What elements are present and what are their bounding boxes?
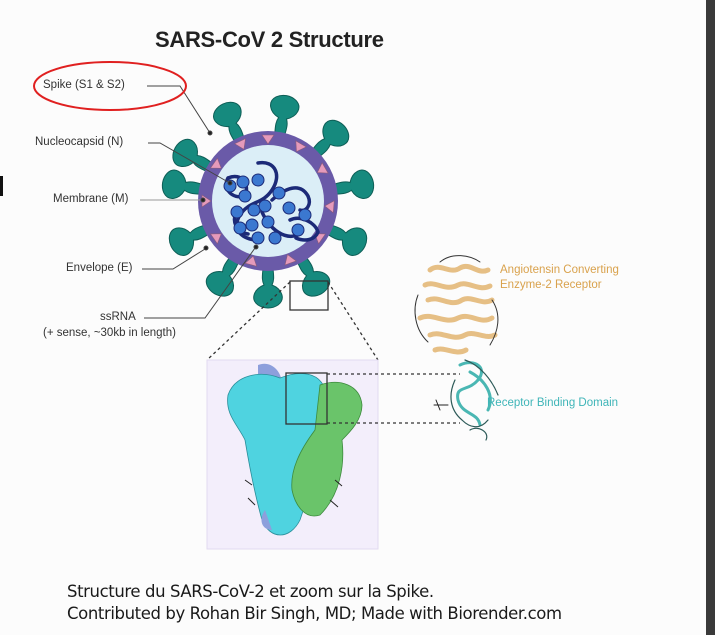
- spike-trimer-illustration: [227, 363, 363, 536]
- label-ssrna-detail: (+ sense, ~30kb in length): [43, 327, 176, 339]
- zoom-guide-lines: [206, 281, 379, 361]
- nucleocapsid-proteins: [223, 173, 312, 245]
- rbd-zoom-box: [285, 372, 328, 425]
- label-receptor-binding-domain: Receptor Binding Domain: [487, 397, 619, 409]
- caption-line1: Structure du SARS-CoV-2 et zoom sur la S…: [67, 582, 434, 601]
- rbd-protein-illustration: [433, 359, 499, 441]
- label-nucleocapsid: Nucleocapsid (N): [35, 136, 124, 148]
- diagram-title: SARS-CoV 2 Structure: [155, 27, 384, 52]
- spike-zoom-box: [289, 280, 329, 311]
- leader-lines: [140, 85, 259, 319]
- window-edge: [706, 0, 715, 635]
- cropped-text-fragment: [0, 176, 3, 196]
- label-ace2-line2: Enzyme-2 Receptor: [500, 279, 602, 291]
- label-spike: Spike (S1 & S2): [43, 79, 125, 91]
- rbd-guide-lines: [327, 373, 460, 424]
- label-ace2-receptor: Angiotensin Converting Enzyme-2 Receptor: [500, 263, 619, 293]
- label-ssrna: ssRNA: [100, 311, 136, 323]
- label-membrane: Membrane (M): [53, 193, 129, 205]
- ace2-protein-illustration: [414, 255, 499, 355]
- label-envelope: Envelope (E): [66, 262, 133, 274]
- spike-highlight-ellipse: [33, 61, 187, 111]
- figure-caption: Structure du SARS-CoV-2 et zoom sur la S…: [67, 581, 562, 625]
- label-ace2-line1: Angiotensin Converting: [500, 264, 619, 276]
- caption-line2: Contributed by Rohan Bir Singh, MD; Made…: [67, 604, 562, 623]
